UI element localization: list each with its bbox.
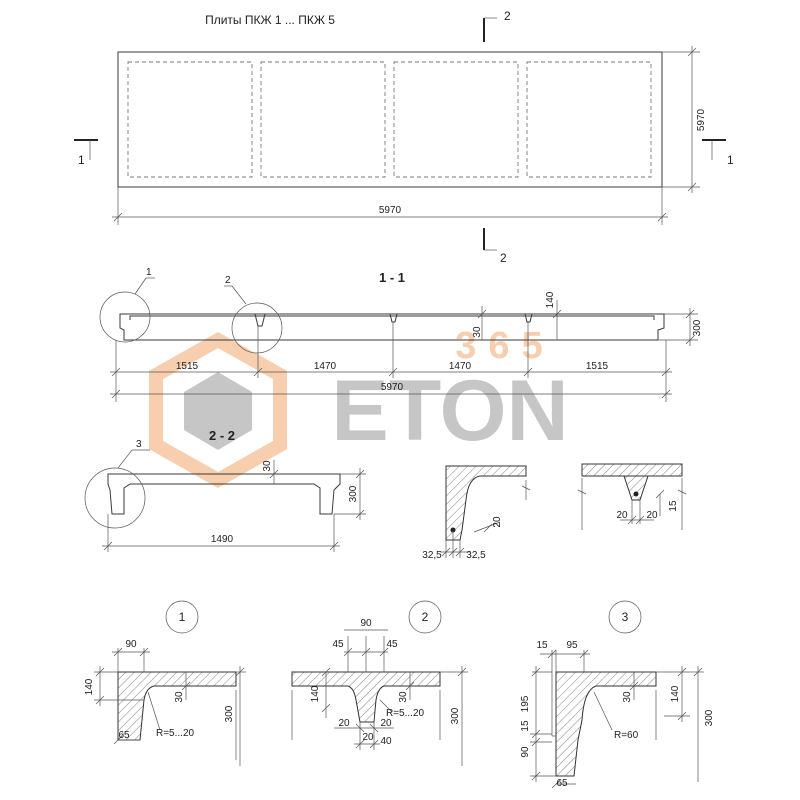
node-2-height: 300 bbox=[450, 707, 461, 724]
detail-b-dim-2: 20 bbox=[646, 510, 658, 521]
watermark-logo-icon bbox=[149, 331, 287, 489]
node-1-bottom: 65 bbox=[118, 730, 130, 741]
node-1-height: 300 bbox=[224, 705, 235, 722]
section-2-2-title: 2 - 2 bbox=[209, 428, 235, 443]
section-2-2-width-dim: 1490 bbox=[211, 534, 234, 545]
node-2-label: 2 bbox=[422, 610, 429, 624]
section-1-1-total: 5970 bbox=[381, 382, 404, 393]
drawing-title: Плиты ПКЖ 1 ... ПКЖ 5 bbox=[205, 13, 335, 27]
callout-1: 1 bbox=[146, 267, 152, 278]
node-2-bottom: 40 bbox=[380, 736, 392, 747]
node-3-shelf: 30 bbox=[622, 691, 633, 703]
watermark: 365 ETON bbox=[149, 325, 569, 489]
section-1-1-rib-dim: 140 bbox=[545, 291, 556, 308]
section-1-1-shelf-dim: 30 bbox=[472, 326, 483, 338]
node-1: 1 90 140 30 300 65 R=5...20 bbox=[84, 600, 246, 766]
span-3: 1470 bbox=[449, 361, 472, 372]
node-3: 3 15 95 195 15 90 30 140 bbox=[520, 600, 715, 789]
plan-width-dim: 5970 bbox=[696, 108, 707, 131]
detail-a-dim-3: 20 bbox=[492, 516, 503, 528]
detail-a-dim-1: 32,5 bbox=[422, 550, 442, 561]
section-2-mark-top: 2 bbox=[504, 9, 511, 23]
node-2: 2 90 45 45 140 30 300 20 20 2 bbox=[291, 600, 468, 766]
node-2-rib: 140 bbox=[310, 685, 321, 702]
detail-edge-rib: 32,5 32,5 20 bbox=[422, 465, 531, 561]
callout-3: 3 bbox=[136, 439, 142, 450]
node-1-label: 1 bbox=[179, 610, 186, 624]
plan-length-dim: 5970 bbox=[379, 205, 402, 216]
node-3-height: 300 bbox=[704, 709, 715, 726]
detail-b-dim-1: 20 bbox=[616, 510, 628, 521]
callout-2: 2 bbox=[225, 275, 231, 286]
span-4: 1515 bbox=[586, 361, 609, 372]
span-2: 1470 bbox=[314, 361, 337, 372]
node-2-w2: 20 bbox=[380, 718, 392, 729]
node-3-mid: 195 bbox=[520, 695, 531, 712]
node-3-top: 95 bbox=[566, 640, 578, 651]
detail-a-dim-2: 32,5 bbox=[466, 550, 486, 561]
detail-b-dim-3: 15 bbox=[668, 500, 679, 512]
node-3-radius: R=60 bbox=[614, 730, 639, 741]
section-1-mark-left: 1 bbox=[78, 153, 85, 167]
node-2-right-half: 45 bbox=[386, 639, 398, 650]
node-1-left: 140 bbox=[84, 678, 95, 695]
section-2-mark-bottom: 2 bbox=[500, 251, 507, 265]
node-1-radius: R=5...20 bbox=[156, 728, 195, 739]
section-1-1: 1 - 1 1 2 30 140 300 bbox=[99, 267, 703, 402]
node-2-w3: 20 bbox=[362, 732, 374, 743]
span-1: 1515 bbox=[176, 361, 199, 372]
node-2-left-half: 45 bbox=[332, 639, 344, 650]
section-1-1-title: 1 - 1 bbox=[379, 270, 405, 285]
section-1-mark-right: 1 bbox=[727, 153, 734, 167]
node-1-shelf: 30 bbox=[174, 691, 185, 703]
detail-mid-rib: 20 20 15 bbox=[577, 463, 687, 530]
node-3-base: 90 bbox=[520, 746, 531, 758]
node-2-shelf: 30 bbox=[398, 691, 409, 703]
node-2-top: 90 bbox=[360, 618, 372, 629]
node-3-low: 15 bbox=[520, 720, 531, 732]
node-3-label: 3 bbox=[622, 610, 629, 624]
node-2-w1: 20 bbox=[338, 718, 350, 729]
node-3-rib: 140 bbox=[670, 685, 681, 702]
section-1-1-height-dim: 300 bbox=[692, 319, 703, 336]
node-1-top: 90 bbox=[125, 639, 137, 650]
watermark-eton: ETON bbox=[331, 363, 568, 459]
plan-view: 2 2 1 1 5970 5970 bbox=[74, 9, 734, 265]
section-2-2-shelf-dim: 30 bbox=[262, 460, 273, 472]
node-2-radius: R=5...20 bbox=[386, 708, 425, 719]
section-2-2-height-dim: 300 bbox=[348, 485, 359, 502]
node-3-bottom: 65 bbox=[556, 778, 568, 789]
node-3-top-left: 15 bbox=[536, 640, 548, 651]
section-2-2: 2 - 2 3 30 300 1490 bbox=[84, 428, 366, 552]
